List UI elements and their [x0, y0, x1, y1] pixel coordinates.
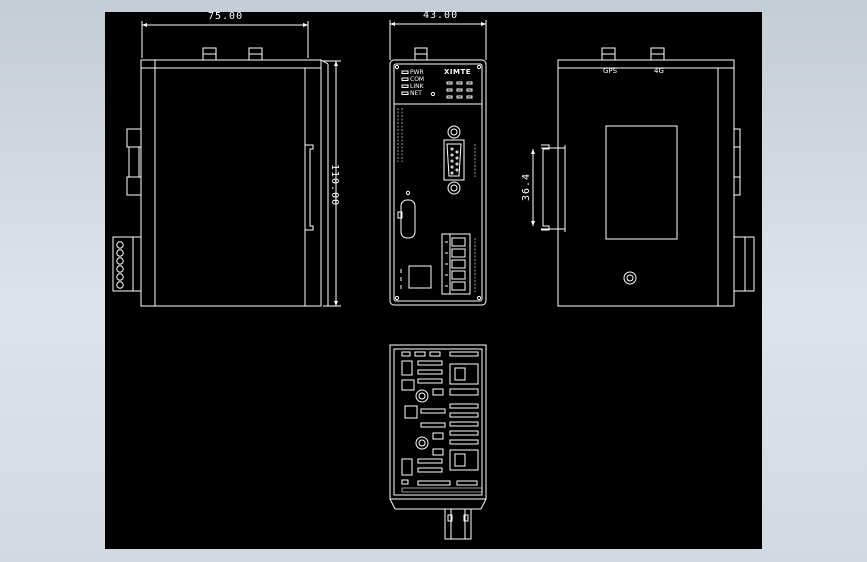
led-label-net: NET: [410, 90, 422, 97]
dimension-rail-slot: 36.4: [521, 172, 532, 201]
drawing-canvas: 75.00 43.00 110.00 36.4 XIMTE PWR COM LI…: [105, 10, 762, 549]
dimension-width: 43.00: [423, 10, 459, 21]
db9-connector-icon: [443, 125, 465, 195]
sim-slot-icon: [397, 190, 416, 239]
led-label-pwr: PWR: [410, 69, 424, 76]
drawing-svg: [112, 20, 755, 540]
front-brand-logo: XIMTE: [444, 68, 472, 76]
side-view: [112, 21, 341, 307]
led-label-link: LINK: [410, 83, 424, 90]
led-label-com: COM: [410, 76, 425, 83]
terminal-block-icon: [441, 233, 471, 295]
rear-view: [531, 47, 755, 307]
port-label-4g: 4G: [654, 67, 664, 75]
dimension-depth: 75.00: [208, 11, 244, 22]
dimension-height: 110.00: [329, 164, 340, 207]
port-label-gps: GPS: [603, 67, 618, 75]
top-view: [389, 344, 487, 540]
front-view: [389, 20, 487, 306]
